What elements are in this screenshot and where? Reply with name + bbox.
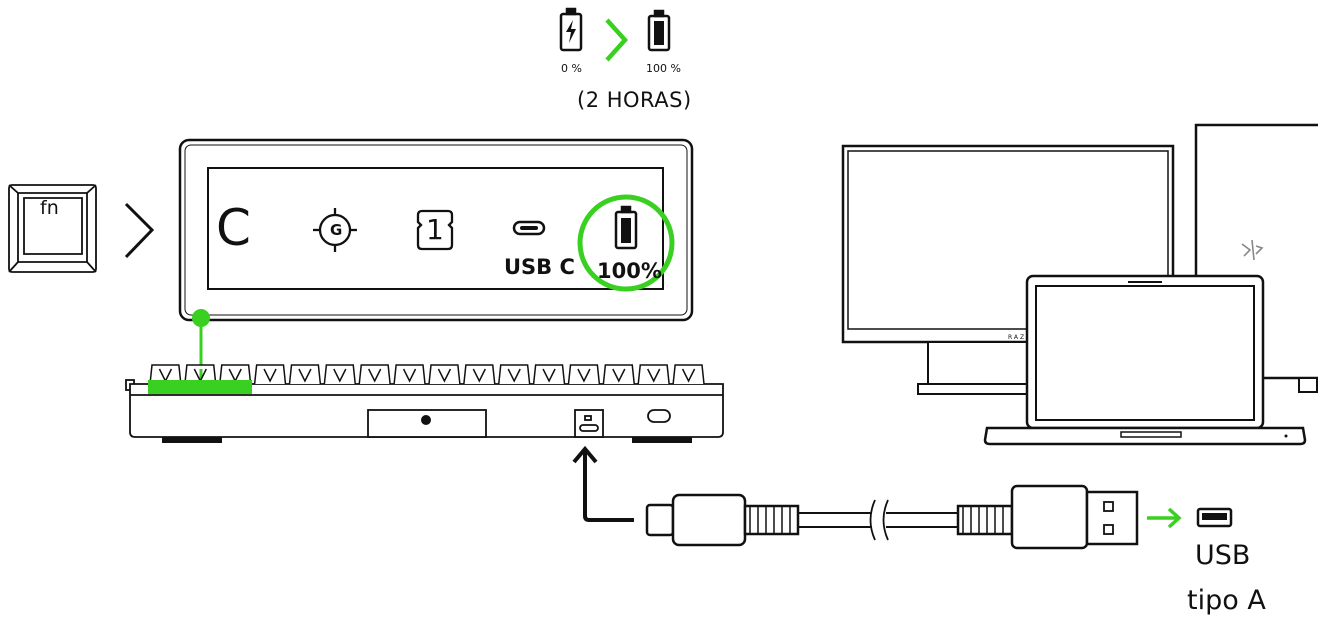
keycap (567, 364, 601, 385)
usb-port-label-line1: USB (1195, 540, 1251, 571)
mode-letter: C (216, 199, 251, 257)
charge-end-label: 100 % (646, 62, 681, 75)
razer-logo-icon (1241, 239, 1264, 261)
battery-charging-icon (559, 7, 583, 52)
laptop (983, 274, 1307, 446)
chevron-right-icon-2 (124, 202, 155, 259)
gaming-mode-glyph: G (330, 221, 343, 239)
fn-key-label: fn (40, 197, 59, 219)
battery-icon (614, 205, 638, 250)
keycap (672, 364, 705, 385)
keycap (637, 364, 670, 385)
keycap (498, 364, 531, 385)
chevron-right-icon (605, 18, 629, 62)
fn-key-icon (8, 184, 97, 273)
keycap (393, 364, 426, 385)
usb-c-icon (512, 220, 546, 236)
keycap (428, 364, 461, 385)
keycap (358, 364, 391, 385)
keycap (463, 364, 496, 385)
svg-text:RAZER: RAZER (1008, 334, 1038, 341)
monitor: RAZER (841, 144, 1175, 395)
battery-full-icon (647, 9, 671, 52)
profile-number: 1 (426, 213, 444, 246)
usb-c-label: USB C (504, 255, 575, 279)
keycap (532, 364, 566, 385)
gaming-mode-icon (313, 208, 357, 252)
usb-a-port-icon (1196, 507, 1233, 528)
keycap (253, 364, 287, 385)
usb-cable (572, 445, 1139, 550)
callout-dot (192, 309, 210, 327)
charge-start-label: 0 % (561, 62, 582, 75)
keyboard (125, 379, 724, 443)
keycaps-row (149, 364, 705, 385)
charge-duration-label: (2 HORAS) (577, 88, 692, 112)
battery-highlight-ring (577, 194, 675, 292)
battery-percent-label: 100% (597, 259, 662, 283)
display-location-highlight (148, 380, 252, 394)
usb-port-label-line2: tipo A (1187, 585, 1266, 616)
arrow-right-icon (1147, 507, 1182, 529)
keycap (323, 364, 356, 385)
profile-card-icon (416, 209, 454, 251)
display-panel-inner (184, 144, 688, 316)
keycap (288, 364, 322, 385)
keycap (602, 364, 635, 385)
